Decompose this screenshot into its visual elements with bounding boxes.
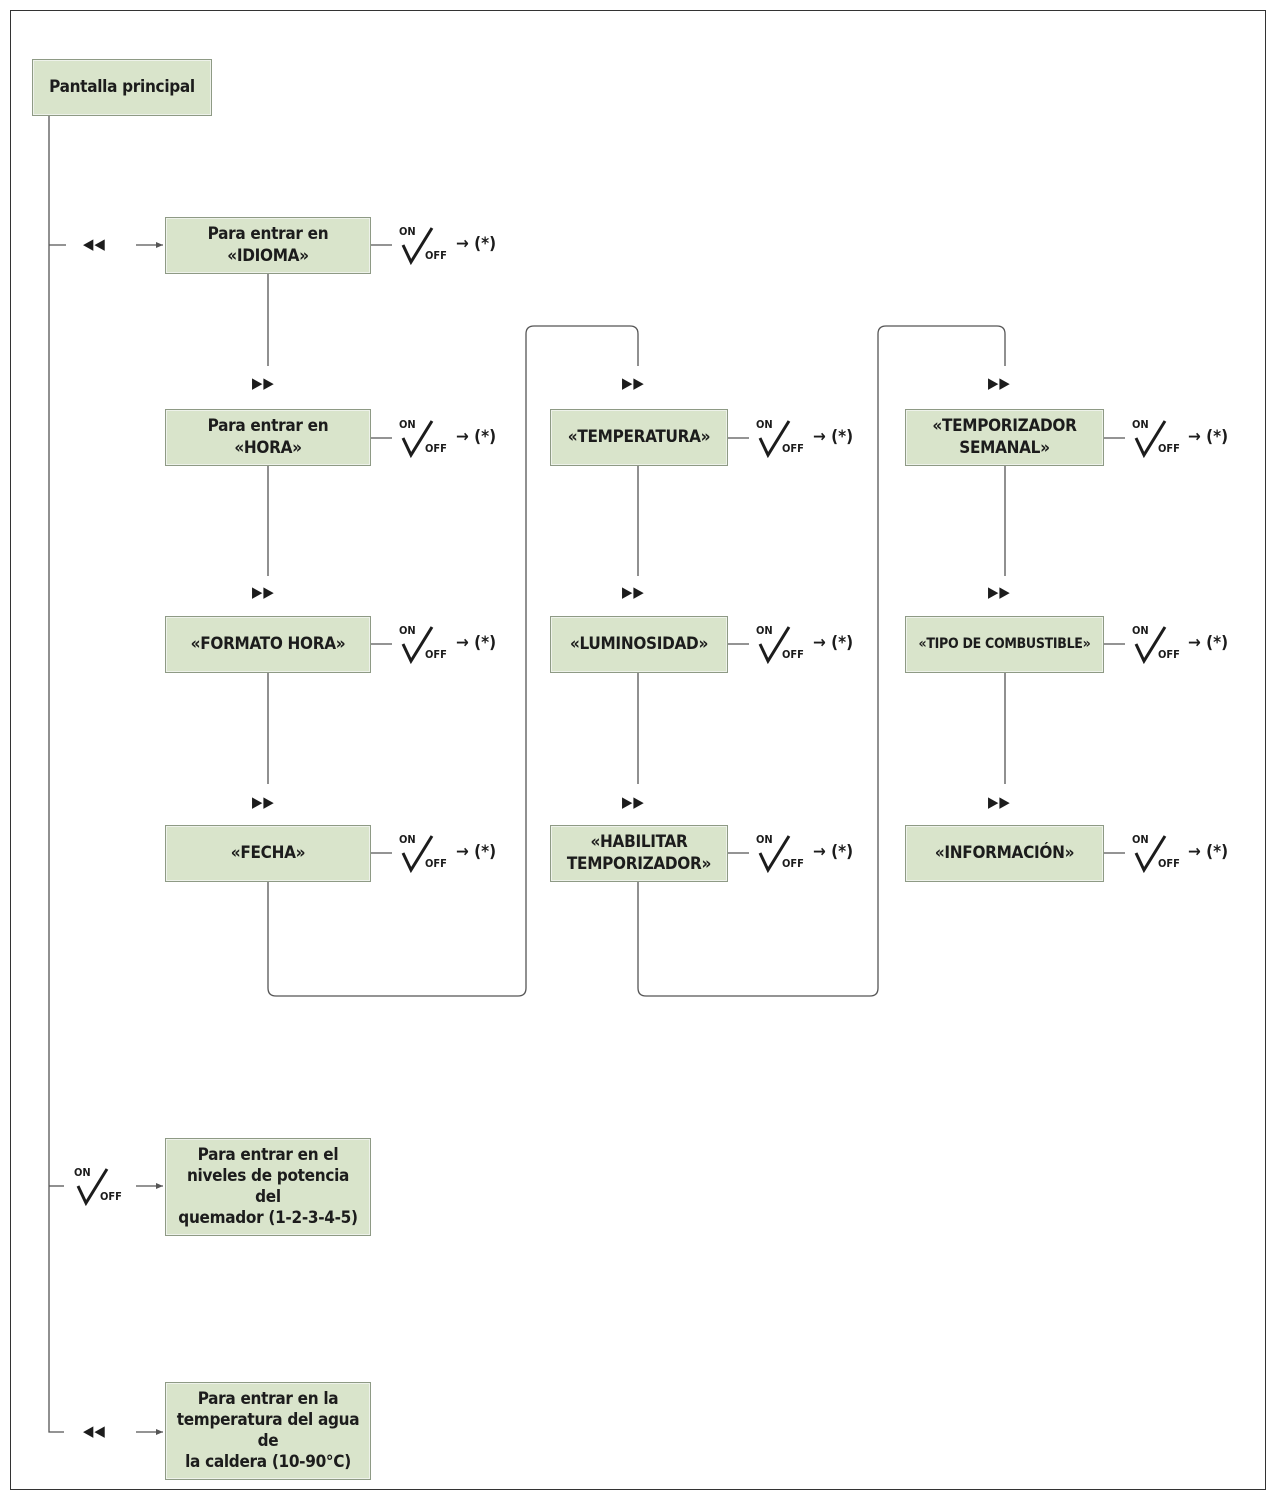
potencia-box: Para entrar en el niveles de potencia de… [165, 1138, 371, 1236]
temporizador-box: «TEMPORIZADOR SEMANAL» [905, 409, 1104, 466]
off-text: OFF [1158, 442, 1180, 455]
result-text: → (*) [813, 427, 854, 447]
habilitar-box: «HABILITAR TEMPORIZADOR» [550, 825, 728, 882]
forward-arrows-icon: ▶▶ [988, 583, 1011, 601]
off-text: OFF [425, 648, 447, 661]
hora-box: Para entrar en «HORA» [165, 409, 371, 466]
formato-hora-box: «FORMATO HORA» [165, 616, 371, 673]
main-screen-box: Pantalla principal [32, 59, 212, 116]
idioma-box: Para entrar en «IDIOMA» [165, 217, 371, 274]
on-text: ON [1132, 833, 1149, 846]
onoff-icon: ON OFF [756, 833, 810, 873]
tipo-combustible-box: «TIPO DE COMBUSTIBLE» [905, 616, 1104, 673]
luminosidad-label: «LUMINOSIDAD» [569, 633, 709, 654]
on-text: ON [1132, 418, 1149, 431]
on-text: ON [74, 1166, 91, 1179]
main-screen-label: Pantalla principal [49, 76, 195, 97]
back-arrows-icon: ◀◀ [83, 235, 106, 253]
onoff-icon: ON OFF [1132, 418, 1186, 458]
off-text: OFF [425, 442, 447, 455]
off-text: OFF [782, 857, 804, 870]
temporizador-label: «TEMPORIZADOR SEMANAL» [932, 416, 1077, 458]
forward-arrows-icon: ▶▶ [988, 793, 1011, 811]
off-text: OFF [425, 857, 447, 870]
result-text: → (*) [456, 633, 497, 653]
on-text: ON [756, 833, 773, 846]
onoff-icon: ON OFF [399, 418, 453, 458]
agua-box: Para entrar en la temperatura del agua d… [165, 1382, 371, 1480]
forward-arrows-icon: ▶▶ [988, 374, 1011, 392]
onoff-icon: ON OFF [756, 624, 810, 664]
back-arrows-icon: ◀◀ [83, 1422, 106, 1440]
on-text: ON [399, 833, 416, 846]
informacion-label: «INFORMACIÓN» [934, 842, 1075, 863]
formato-hora-label: «FORMATO HORA» [190, 633, 346, 654]
forward-arrows-icon: ▶▶ [252, 583, 275, 601]
off-text: OFF [782, 648, 804, 661]
on-text: ON [399, 624, 416, 637]
off-text: OFF [782, 442, 804, 455]
onoff-icon: ON OFF [1132, 624, 1186, 664]
off-text: OFF [425, 249, 447, 262]
onoff-icon: ON OFF [74, 1166, 128, 1206]
result-text: → (*) [456, 427, 497, 447]
result-text: → (*) [456, 234, 497, 254]
temperatura-label: «TEMPERATURA» [567, 426, 711, 447]
hora-label: Para entrar en «HORA» [207, 416, 329, 458]
forward-arrows-icon: ▶▶ [622, 583, 645, 601]
potencia-label: Para entrar en el niveles de potencia de… [178, 1144, 358, 1229]
onoff-icon: ON OFF [756, 418, 810, 458]
result-text: → (*) [813, 842, 854, 862]
result-text: → (*) [456, 842, 497, 862]
forward-arrows-icon: ▶▶ [252, 793, 275, 811]
tipo-combustible-label: «TIPO DE COMBUSTIBLE» [918, 635, 1091, 652]
luminosidad-box: «LUMINOSIDAD» [550, 616, 728, 673]
off-text: OFF [100, 1190, 122, 1203]
on-text: ON [399, 418, 416, 431]
result-text: → (*) [1188, 633, 1229, 653]
result-text: → (*) [1188, 427, 1229, 447]
onoff-icon: ON OFF [1132, 833, 1186, 873]
off-text: OFF [1158, 648, 1180, 661]
onoff-icon: ON OFF [399, 833, 453, 873]
result-text: → (*) [1188, 842, 1229, 862]
on-text: ON [1132, 624, 1149, 637]
fecha-label: «FECHA» [230, 842, 306, 863]
on-text: ON [756, 624, 773, 637]
on-text: ON [756, 418, 773, 431]
temperatura-box: «TEMPERATURA» [550, 409, 728, 466]
idioma-label: Para entrar en «IDIOMA» [207, 224, 329, 266]
forward-arrows-icon: ▶▶ [252, 374, 275, 392]
onoff-icon: ON OFF [399, 225, 453, 265]
fecha-box: «FECHA» [165, 825, 371, 882]
off-text: OFF [1158, 857, 1180, 870]
onoff-icon: ON OFF [399, 624, 453, 664]
forward-arrows-icon: ▶▶ [622, 374, 645, 392]
agua-label: Para entrar en la temperatura del agua d… [176, 1388, 360, 1473]
on-text: ON [399, 225, 416, 238]
habilitar-label: «HABILITAR TEMPORIZADOR» [566, 832, 712, 874]
forward-arrows-icon: ▶▶ [622, 793, 645, 811]
result-text: → (*) [813, 633, 854, 653]
informacion-box: «INFORMACIÓN» [905, 825, 1104, 882]
